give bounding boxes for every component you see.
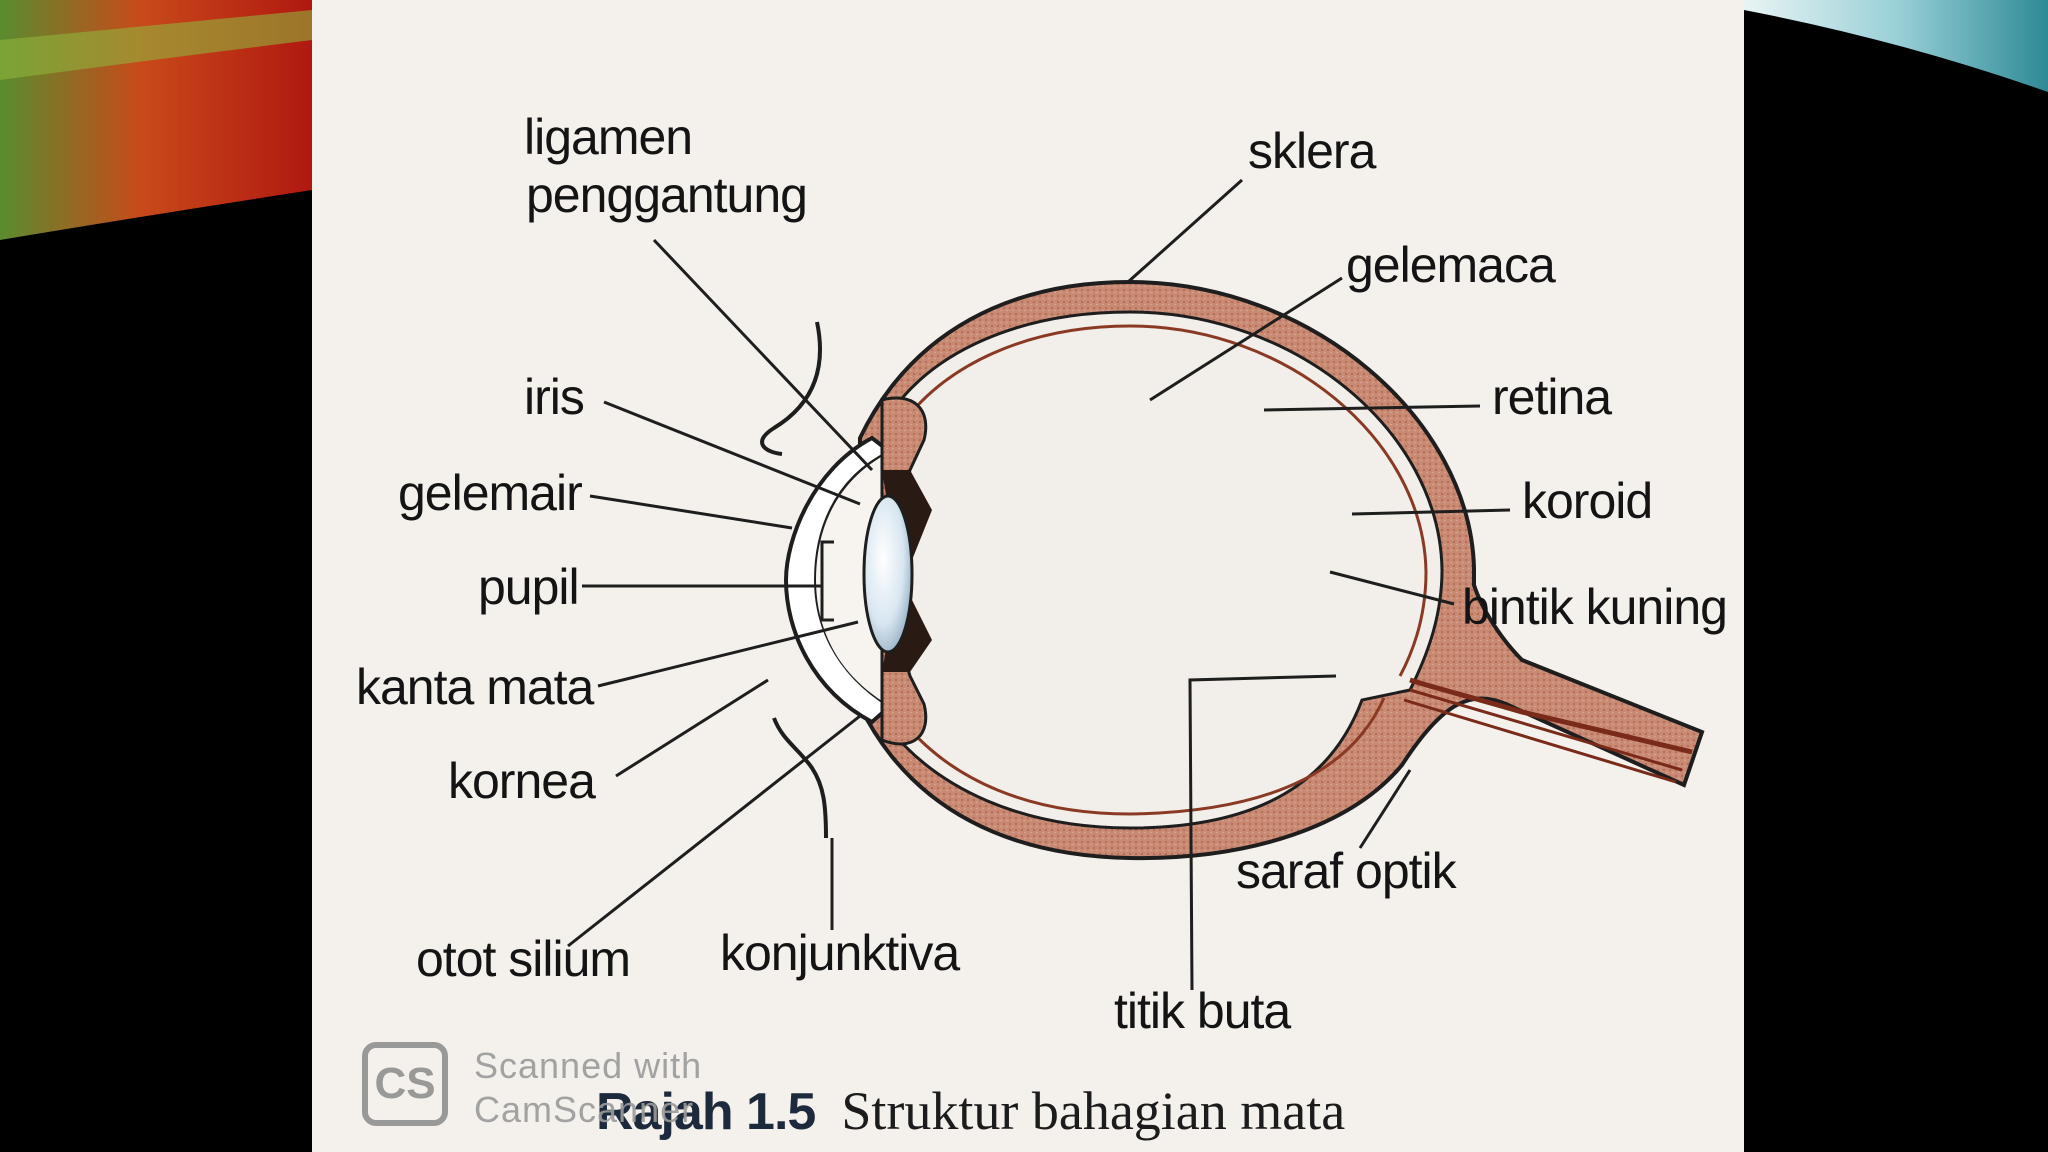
upper-eyelid [760,321,822,456]
caption-number: Rajah 1.5 [596,1083,816,1141]
label-pupil: pupil [478,559,580,615]
label-ligamen-line2: penggantung [526,167,808,223]
leader-lines [567,178,1511,991]
iris-upper [882,470,932,560]
retina-line [896,324,1428,677]
lens [862,494,914,654]
label-konjunktiva: konjunktiva [720,925,960,981]
camscanner-watermark-text: Scanned with CamScanner [474,1044,702,1132]
iris-lower [882,600,932,672]
label-kanta-mata: kanta mata [356,659,594,715]
scanned-page: ligamen penggantung sklera gelemaca reti… [312,0,1744,1152]
retina-line-lower [900,697,1386,816]
label-gelemair: gelemair [398,465,583,521]
label-retina: retina [1492,369,1612,425]
pupil-bracket [820,540,834,622]
label-otot-silium: otot silium [416,931,631,987]
left-swoosh-highlight [0,10,312,80]
watermark-line1: Scanned with [474,1045,703,1086]
label-koroid: koroid [1522,473,1653,529]
label-bintik-kuning: bintik kuning [1462,579,1728,635]
figure-caption: Rajah 1.5 Struktur bahagian mata [596,1084,1345,1138]
optic-nerve [1409,677,1693,755]
right-swoosh [1744,0,2048,92]
eye-diagram [567,178,1705,991]
label-ligamen-line1: ligamen [524,109,693,165]
cornea [783,435,894,725]
caption-text: Struktur bahagian mata [841,1081,1346,1141]
lower-eyelid [772,717,828,839]
camscanner-logo-icon: CS [362,1042,448,1126]
camscanner-logo-text: CS [374,1059,436,1108]
label-titik-buta: titik buta [1114,983,1291,1039]
label-sklera: sklera [1248,123,1376,179]
watermark-line2: CamScanner [474,1089,695,1130]
label-kornea: kornea [448,753,596,809]
label-iris: iris [524,369,585,425]
label-saraf-optik: saraf optik [1236,843,1457,899]
label-gelemaca: gelemaca [1346,237,1556,293]
